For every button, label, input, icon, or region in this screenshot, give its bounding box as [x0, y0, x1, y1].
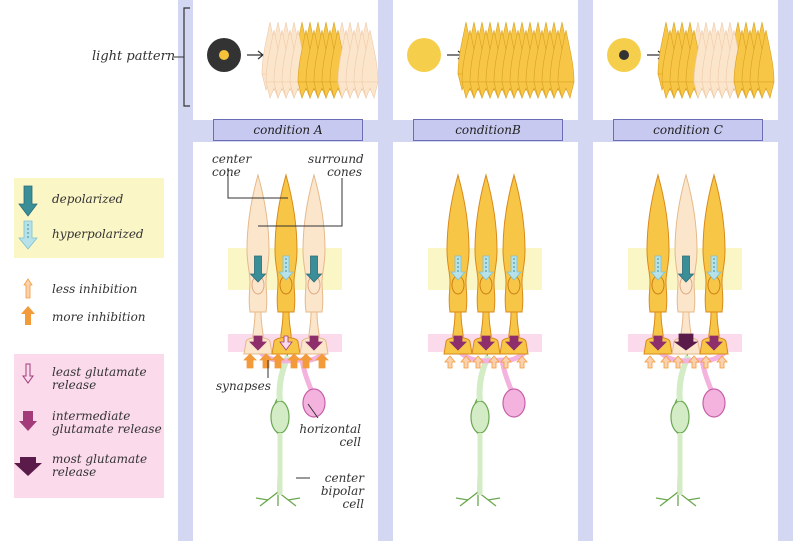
- intermediate-glutamate-arrow: [305, 335, 323, 351]
- intermediate-glutamate-arrow: [449, 335, 467, 351]
- intermediate-glutamate-arrow: [249, 335, 267, 351]
- legend-intermediate-glutamate-label: intermediate glutamate release: [52, 409, 162, 436]
- horizontal-cell-body: [702, 388, 726, 418]
- condition-a-label: condition A: [213, 119, 363, 141]
- most-glutamate-arrow: [673, 333, 699, 351]
- condition-b-label: conditionB: [413, 119, 563, 141]
- less-inhibition-arrow: [488, 355, 500, 369]
- less-inhibition-arrow: [672, 355, 684, 369]
- horizontal-cell-label: horizontal cell: [299, 422, 361, 449]
- panel-c-cells: [643, 174, 729, 507]
- more-inhibition-arrow: [243, 353, 257, 369]
- less-inhibition-arrow: [644, 355, 656, 369]
- less-inhibition-arrow: [472, 355, 484, 369]
- light-pattern-bracket: [183, 7, 190, 107]
- center-cone-leader: [227, 168, 288, 199]
- synapses-label: synapses: [216, 379, 271, 393]
- cone-cluster-b: [457, 21, 575, 99]
- bipolar-cell-body: [470, 400, 490, 434]
- less-inhibition-arrow: [500, 355, 512, 369]
- less-inhibition-arrow: [660, 355, 672, 369]
- less-inhibition-arrow: [688, 355, 700, 369]
- more-inhibition-arrow-icon: [21, 306, 35, 325]
- condition-c-label: condition C: [613, 119, 763, 141]
- center-cone-label: center cone: [212, 152, 252, 179]
- depolarized-arrow-icon: [18, 185, 38, 217]
- legend-more-inhibition-label: more inhibition: [52, 310, 146, 324]
- less-inhibition-arrow: [700, 355, 712, 369]
- panel-a-cells: [243, 174, 329, 507]
- stimulus-b-icon: [407, 38, 441, 72]
- less-inhibition-arrow: [516, 355, 528, 369]
- horizontal-cell-leader: [307, 403, 319, 419]
- center-bipolar-cell-label: center bipolar cell: [320, 471, 364, 511]
- less-inhibition-arrow: [444, 355, 456, 369]
- more-inhibition-arrow: [287, 353, 301, 369]
- intermediate-glutamate-arrow: [649, 335, 667, 351]
- legend-depolarized-label: depolarized: [52, 192, 124, 206]
- stimulus-arrow-a: [247, 50, 264, 60]
- horizontal-cell-body: [302, 388, 326, 418]
- intermediate-glutamate-arrow: [505, 335, 523, 351]
- depolarized-arrow: [249, 255, 267, 283]
- legend-polarization-box: [14, 178, 164, 258]
- cone-cluster-c: [657, 21, 775, 99]
- intermediate-glutamate-arrow: [477, 335, 495, 351]
- depolarized-arrow: [305, 255, 323, 283]
- most-glutamate-arrow-icon: [14, 457, 42, 476]
- less-inhibition-arrow-icon: [23, 278, 33, 299]
- horizontal-cell-body: [502, 388, 526, 418]
- more-inhibition-arrow: [315, 353, 329, 369]
- more-inhibition-arrow: [259, 353, 273, 369]
- legend-least-glutamate-label: least glutamate release: [52, 365, 147, 392]
- panel-b-cells: [443, 174, 529, 507]
- surround-cones-leader: [258, 178, 343, 227]
- legend-glutamate-box: [14, 354, 164, 498]
- least-glutamate-arrow-icon: [22, 363, 34, 384]
- depolarized-arrow: [677, 255, 695, 283]
- stimulus-c-icon: [607, 38, 641, 72]
- cone-cluster-a: [261, 21, 379, 99]
- light-pattern-label: light pattern: [92, 49, 176, 64]
- legend-less-inhibition-label: less inhibition: [52, 282, 138, 296]
- legend-most-glutamate-label: most glutamate release: [52, 452, 148, 479]
- least-glutamate-arrow: [279, 335, 293, 351]
- hyperpolarized-arrow-icon: [18, 220, 38, 250]
- intermediate-glutamate-arrow: [705, 335, 723, 351]
- more-inhibition-arrow: [299, 353, 313, 369]
- less-inhibition-arrow: [460, 355, 472, 369]
- less-inhibition-arrow: [716, 355, 728, 369]
- more-inhibition-arrow: [271, 353, 285, 369]
- stimulus-a-icon: [207, 38, 241, 72]
- legend-hyperpolarized-label: hyperpolarized: [52, 227, 144, 241]
- bipolar-cell-body: [670, 400, 690, 434]
- surround-cones-label: surround cones: [308, 152, 364, 179]
- bipolar-cell-body: [270, 400, 290, 434]
- intermediate-glutamate-arrow-icon: [19, 411, 37, 431]
